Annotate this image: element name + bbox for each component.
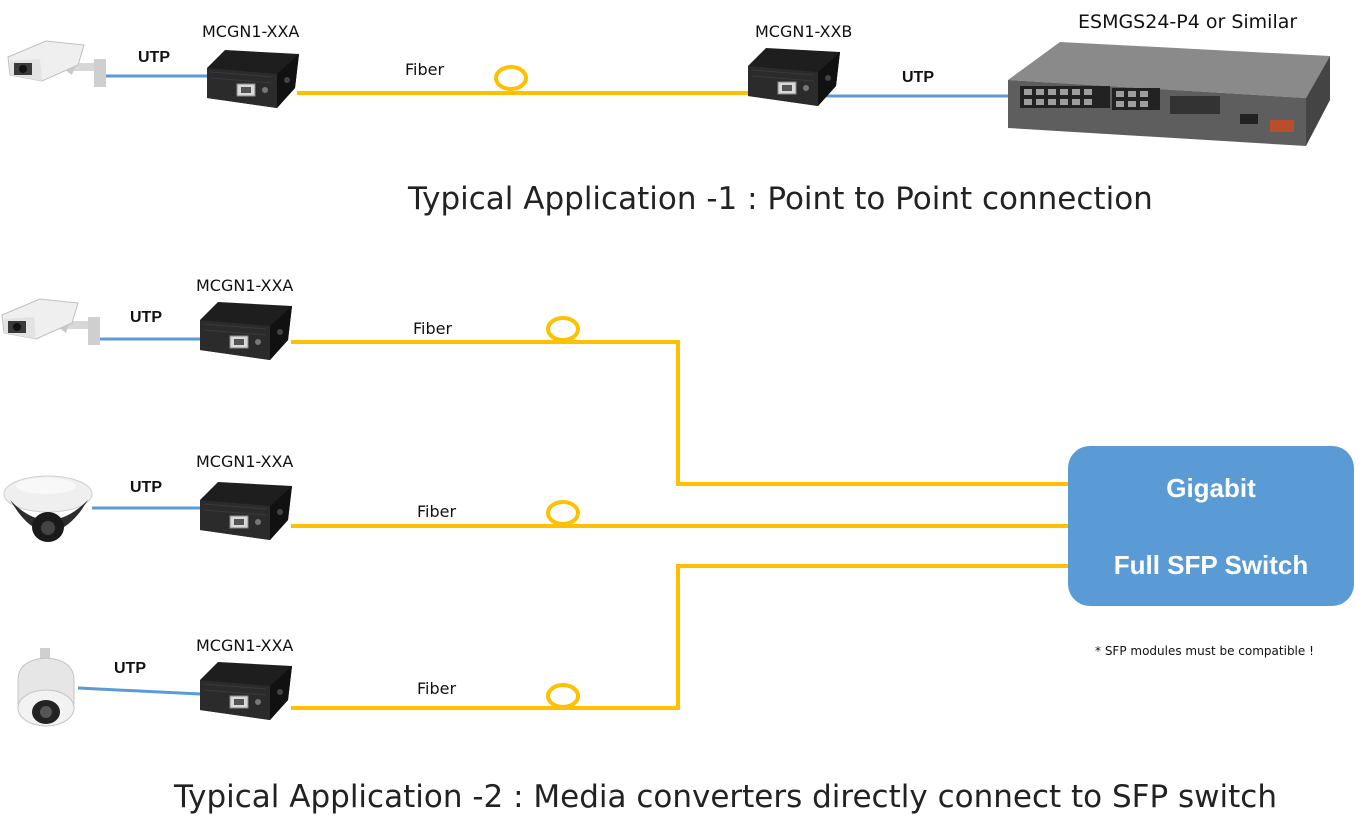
fiber-label: Fiber [405, 60, 445, 79]
media-converter-icon [199, 481, 293, 541]
box-camera-icon [7, 40, 107, 88]
utp-link-row3 [77, 686, 201, 696]
fiber-coil-icon [546, 683, 580, 709]
utp-label: UTP [138, 49, 170, 66]
switch-line-1: Gigabit [1166, 473, 1256, 503]
converter-label: MCGN1-XXA [196, 636, 294, 655]
fiber-label: Fiber [413, 319, 453, 338]
fiber-label: Fiber [417, 502, 457, 521]
fiber-label: Fiber [417, 679, 457, 698]
switch-line-2: Full SFP Switch [1113, 550, 1309, 580]
rack-switch-icon [1008, 42, 1330, 146]
dome-camera-icon [3, 475, 93, 542]
fiber-link-row1 [291, 340, 1068, 486]
media-converter-icon [199, 661, 293, 721]
utp-label: UTP [130, 479, 162, 496]
box-camera-icon [1, 298, 101, 346]
converter-label: MCGN1-XXA [202, 22, 300, 41]
ptz-camera-icon [17, 648, 75, 727]
media-converter-icon [199, 301, 293, 361]
fiber-coil-icon [546, 316, 580, 342]
caption-app2: Typical Application -2 : Media converter… [174, 779, 1277, 815]
utp-label: UTP [130, 309, 162, 326]
utp-label: UTP [114, 660, 146, 677]
media-converter-icon [206, 49, 300, 109]
converter-label: MCGN1-XXA [196, 452, 294, 471]
utp-label: UTP [902, 69, 934, 86]
compatibility-note: * SFP modules must be compatible ! [1095, 644, 1314, 658]
switch-label: ESMGS24-P4 or Similar [1078, 11, 1298, 33]
converter-label: MCGN1-XXA [196, 276, 294, 295]
sfp-switch-box: Gigabit Full SFP Switch [1068, 446, 1354, 606]
fiber-coil-icon [546, 500, 580, 526]
fiber-link-row3 [291, 564, 1068, 710]
converter-label: MCGN1-XXB [755, 22, 853, 41]
fiber-coil-icon [494, 65, 528, 91]
caption-app1: Typical Application -1 : Point to Point … [408, 181, 1153, 217]
